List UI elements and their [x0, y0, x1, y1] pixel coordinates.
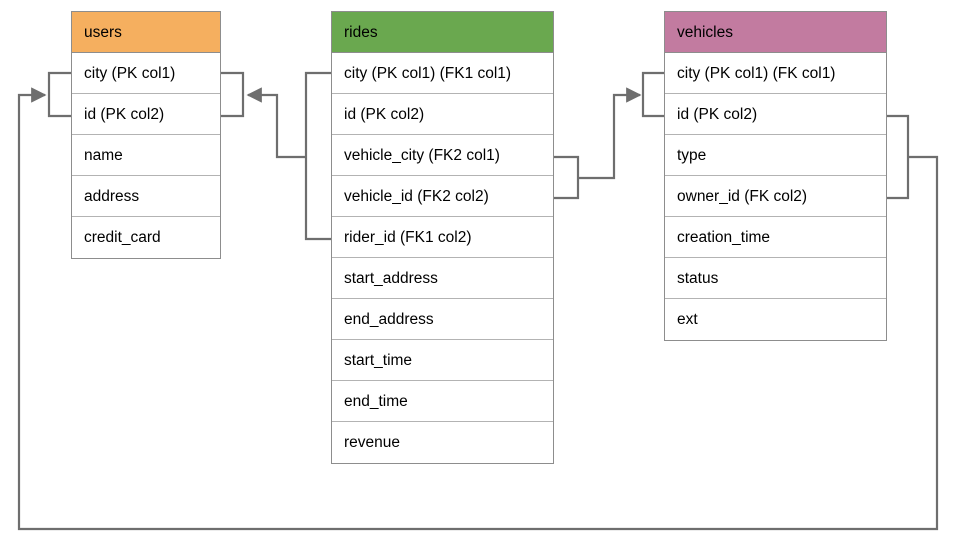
rides-fk2-bracket: [554, 155, 580, 200]
entity-users[interactable]: users city (PK col1) id (PK col2) name a…: [71, 11, 221, 259]
vehicles-left-pk-bracket: [641, 71, 664, 118]
entity-vehicles[interactable]: vehicles city (PK col1) (FK col1) id (PK…: [664, 11, 887, 341]
entity-rides-column-id[interactable]: id (PK col2): [332, 94, 553, 135]
entity-rides-column-vehicle-city[interactable]: vehicle_city (FK2 col1): [332, 135, 553, 176]
entity-vehicles-column-owner-id[interactable]: owner_id (FK col2): [665, 176, 886, 217]
entity-vehicles-column-type[interactable]: type: [665, 135, 886, 176]
entity-vehicles-title: vehicles: [665, 12, 886, 53]
users-right-pk-bracket: [221, 71, 245, 118]
entity-users-column-address[interactable]: address: [72, 176, 220, 217]
rides-fk1-bracket: [304, 71, 331, 241]
entity-rides-column-end-address[interactable]: end_address: [332, 299, 553, 340]
entity-rides-column-city[interactable]: city (PK col1) (FK1 col1): [332, 53, 553, 94]
entity-users-column-id[interactable]: id (PK col2): [72, 94, 220, 135]
entity-vehicles-column-ext[interactable]: ext: [665, 299, 886, 340]
entity-users-column-credit-card[interactable]: credit_card: [72, 217, 220, 258]
entity-rides-column-revenue[interactable]: revenue: [332, 422, 553, 463]
entity-vehicles-column-city[interactable]: city (PK col1) (FK col1): [665, 53, 886, 94]
vehicles-owner-fk-bracket: [887, 114, 910, 200]
users-left-pk-bracket: [47, 71, 71, 118]
entity-vehicles-column-id[interactable]: id (PK col2): [665, 94, 886, 135]
entity-rides-column-rider-id[interactable]: rider_id (FK1 col2): [332, 217, 553, 258]
entity-rides-column-end-time[interactable]: end_time: [332, 381, 553, 422]
entity-users-column-name[interactable]: name: [72, 135, 220, 176]
entity-rides-column-start-address[interactable]: start_address: [332, 258, 553, 299]
entity-rides[interactable]: rides city (PK col1) (FK1 col1) id (PK c…: [331, 11, 554, 464]
entity-users-title: users: [72, 12, 220, 53]
rides-to-vehicles-link: [578, 87, 642, 180]
entity-rides-title: rides: [332, 12, 553, 53]
entity-vehicles-column-creation-time[interactable]: creation_time: [665, 217, 886, 258]
rides-to-users-link: [246, 87, 306, 159]
entity-rides-column-vehicle-id[interactable]: vehicle_id (FK2 col2): [332, 176, 553, 217]
entity-users-column-city[interactable]: city (PK col1): [72, 53, 220, 94]
entity-rides-column-start-time[interactable]: start_time: [332, 340, 553, 381]
entity-vehicles-column-status[interactable]: status: [665, 258, 886, 299]
